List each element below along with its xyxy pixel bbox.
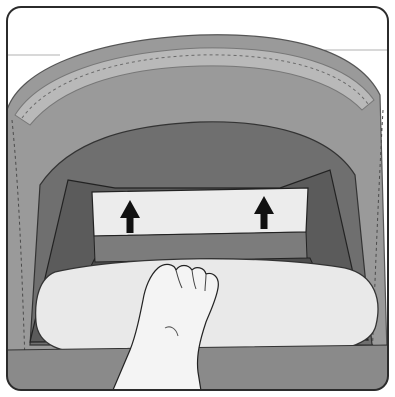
strap-band: [94, 232, 307, 262]
